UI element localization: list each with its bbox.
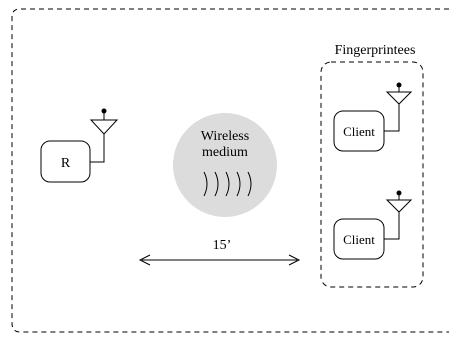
client-label: Client	[343, 124, 375, 139]
client-label: Client	[343, 232, 375, 247]
client-node: Client	[333, 190, 413, 260]
wireless-medium-circle	[173, 113, 277, 217]
reader-node: R	[40, 108, 119, 183]
antenna-icon	[385, 82, 413, 105]
antenna-icon	[385, 190, 413, 213]
antenna-icon	[89, 108, 119, 135]
client-antenna-wire	[384, 104, 400, 132]
wireless-medium-label-line1: Wireless	[201, 129, 249, 144]
client-node: Client	[333, 82, 413, 152]
client-antenna-wire	[384, 212, 400, 240]
wireless-medium-label-line2: medium	[202, 145, 248, 160]
outer-boundary	[11, 8, 449, 333]
radio-waves-icon	[203, 171, 252, 197]
right-arrowhead-icon	[288, 254, 301, 266]
reader-label: R	[61, 156, 71, 171]
fingerprintees-group: Fingerprintees Client Client	[320, 43, 424, 288]
reader-antenna-wire	[90, 134, 105, 163]
fingerprintees-label: Fingerprintees	[335, 43, 416, 58]
fingerprintees-boundary	[320, 61, 424, 288]
distance-indicator: 15’	[138, 238, 301, 266]
distance-label: 15’	[213, 238, 232, 253]
left-arrowhead-icon	[138, 254, 151, 266]
wireless-medium: Wireless medium	[173, 113, 277, 217]
